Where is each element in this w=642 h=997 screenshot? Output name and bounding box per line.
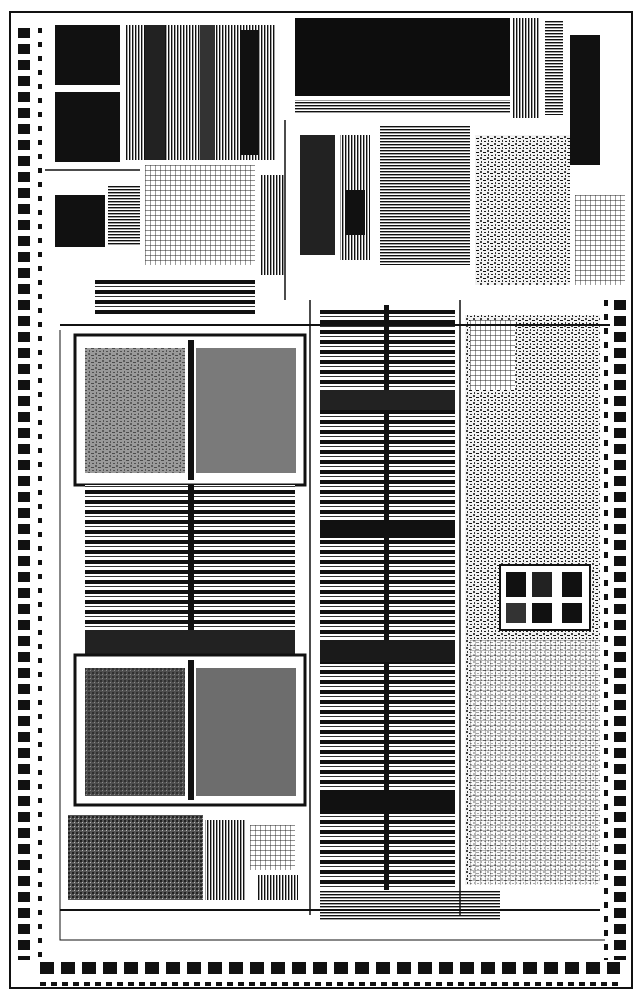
bottom-left-block [68,815,298,900]
routing-channels [45,120,610,941]
top-left-memory [55,25,275,162]
left-array-upper [73,333,307,487]
top-register-block [295,18,600,165]
upper-logic [55,125,625,315]
pad-ring [18,28,626,986]
right-random-logic [465,315,600,885]
center-datapath [320,305,500,920]
left-array-rows [85,485,295,660]
left-array-lower [73,653,307,807]
